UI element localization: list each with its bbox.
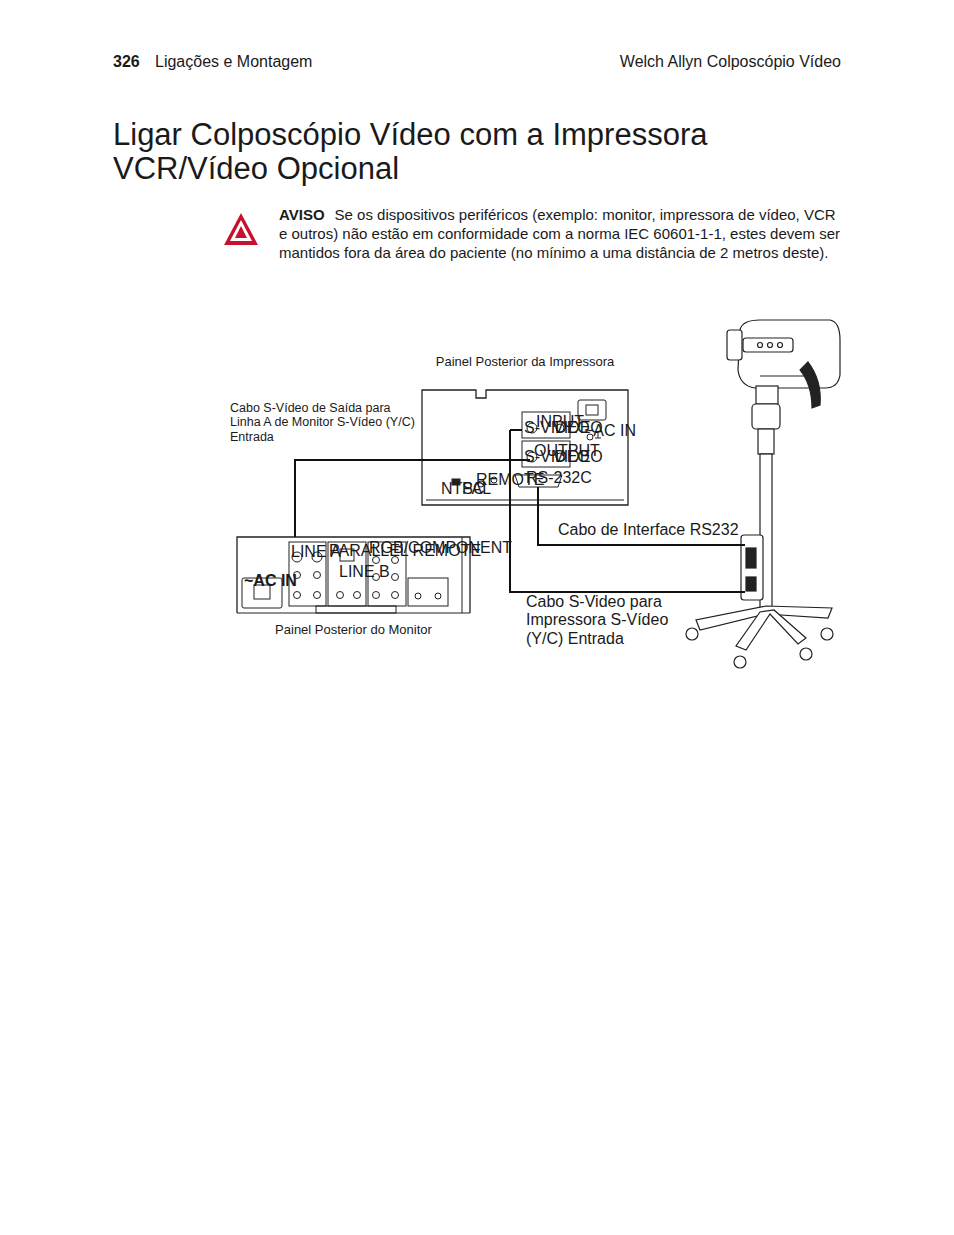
panel-marking: VIDEO <box>553 448 603 466</box>
panel-heading: Painel Posterior do Monitor <box>273 622 434 637</box>
warning-note: AVISOSe os dispositivos periféricos (exe… <box>279 206 845 262</box>
annotation: Welch Allyn Colposcópio Vídeo <box>620 53 841 71</box>
page-title: Ligar Colposcópio Vídeo com a Impressora… <box>113 118 833 186</box>
annotation: Ligações e Montagem <box>155 53 312 71</box>
cable-label: Cabo S-Vídeo de Saída para Linha A de Mo… <box>230 401 420 444</box>
annotation: 326 <box>113 53 140 71</box>
annotation: Cabo de Interface RS232 <box>558 521 739 539</box>
panel-heading: Painel Posterior da Impressora <box>434 354 616 369</box>
panel-marking: ~AC IN <box>584 422 636 440</box>
warning-text: Se os dispositivos periféricos (exemplo:… <box>279 206 840 261</box>
cable <box>422 430 745 592</box>
panel-marking: ~AC IN <box>244 572 297 590</box>
warning-word: AVISO <box>279 206 325 223</box>
warning-triangle <box>224 213 258 245</box>
panel-box: Painel Posterior da Impressora <box>422 354 628 505</box>
colposcope-stand <box>686 320 840 668</box>
panel-box: Painel Posterior do Monitor <box>237 537 470 637</box>
panel-marking: LINE B <box>339 563 390 581</box>
s-video-cable <box>295 460 422 537</box>
panel-marking: RGB/COMPONENT <box>369 539 512 557</box>
printer-panel <box>422 390 628 505</box>
panel-marking: PAL <box>462 480 491 498</box>
annotation: Cabo S-Video para Impressora S-Vídeo (Y/… <box>526 593 696 648</box>
